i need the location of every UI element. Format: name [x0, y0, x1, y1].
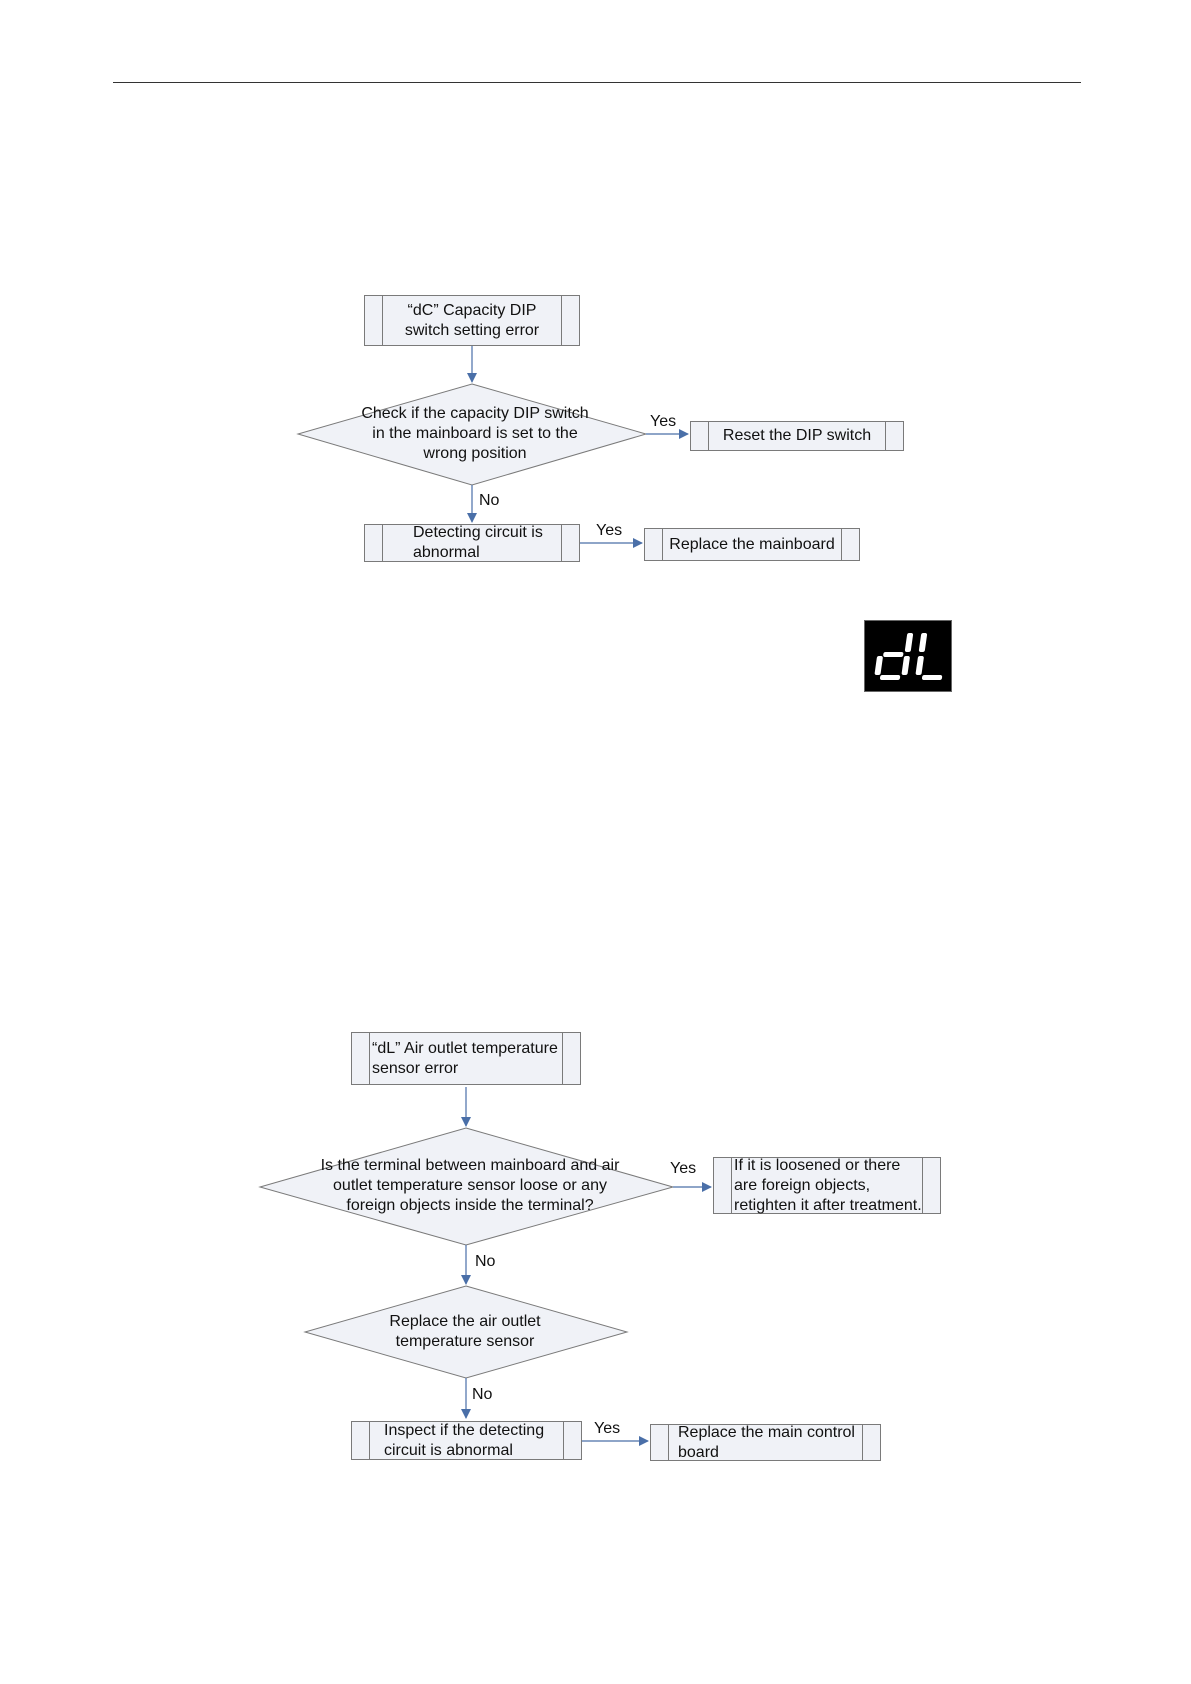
flow2-start-text: “dL” Air outlet temperature sensor error [372, 1039, 558, 1077]
flow1-step-yes-label: Yes [596, 522, 623, 539]
flow2-step-yes-action-text: Replace the main control board [678, 1423, 855, 1461]
flow1-step-box: Detecting circuit is abnormal [364, 524, 580, 562]
flow2-decision2-text: Replace the air outlet temperature senso… [389, 1313, 541, 1350]
flow1-no-label: No [479, 492, 500, 509]
flow1-yes-action-box: Reset the DIP switch [690, 421, 904, 451]
flow2-start-box: “dL” Air outlet temperature sensor error [351, 1032, 581, 1085]
flow1-start-box: “dC” Capacity DIP switch setting error [364, 295, 580, 346]
flow2-step-yes-label: Yes [594, 1420, 621, 1437]
header-rule [113, 82, 1081, 83]
flow1-decision-text: Check if the capacity DIP switch in the … [361, 405, 589, 462]
flow1-step-yes-action-text: Replace the mainboard [669, 535, 835, 553]
flow1-start-text: “dC” Capacity DIP switch setting error [404, 301, 540, 339]
flow1-step-text: Detecting circuit is abnormal [413, 524, 543, 561]
seven-segment-dl-glyphs [874, 633, 943, 680]
flow2-no-label-1: No [475, 1253, 496, 1270]
seven-segment-dl-icon [864, 620, 952, 692]
flow1-step-yes-action-box: Replace the mainboard [644, 528, 860, 561]
flow2-yes-action-text: If it is loosened or there are foreign o… [734, 1156, 922, 1214]
flow2-decision1-text: Is the terminal between mainboard and ai… [320, 1157, 620, 1214]
flow1-yes-label: Yes [650, 413, 677, 430]
flow2-yes-action-box: If it is loosened or there are foreign o… [713, 1157, 941, 1214]
flow2-step-text: Inspect if the detecting circuit is abno… [384, 1421, 545, 1459]
flow2-no-label-2: No [472, 1386, 493, 1403]
flow1-yes-action-text: Reset the DIP switch [722, 427, 872, 444]
flow2-step-yes-action-box: Replace the main control board [650, 1424, 881, 1461]
flow2-step-box: Inspect if the detecting circuit is abno… [351, 1421, 582, 1460]
flow2-yes-label: Yes [670, 1160, 697, 1177]
